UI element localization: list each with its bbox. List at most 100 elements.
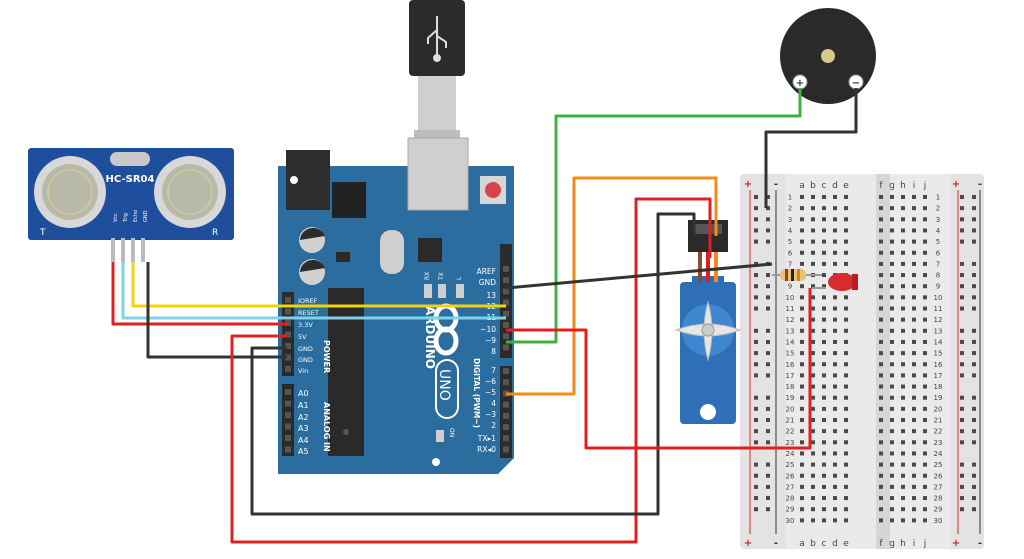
breadboard-hole[interactable] — [923, 295, 927, 300]
breadboard-hole[interactable] — [844, 206, 848, 211]
ultrasonic-sensor[interactable]: HC-SR04 T R Vcc Trig Echo GND — [28, 148, 234, 262]
breadboard-hole[interactable] — [879, 217, 883, 222]
breadboard-hole[interactable] — [811, 195, 815, 199]
rail-hole[interactable] — [766, 217, 770, 222]
breadboard-hole[interactable] — [901, 295, 905, 300]
breadboard-hole[interactable] — [811, 496, 815, 501]
breadboard-hole[interactable] — [890, 462, 894, 467]
breadboard-hole[interactable] — [912, 306, 916, 311]
rail-hole[interactable] — [972, 239, 976, 244]
rail-hole[interactable] — [972, 228, 976, 233]
breadboard-hole[interactable] — [912, 429, 916, 434]
breadboard-hole[interactable] — [901, 228, 905, 233]
breadboard-hole[interactable] — [800, 429, 804, 434]
breadboard-hole[interactable] — [879, 261, 883, 266]
rail-hole[interactable] — [754, 429, 758, 434]
breadboard-hole[interactable] — [811, 373, 815, 378]
breadboard-hole[interactable] — [901, 351, 905, 356]
rail-hole[interactable] — [960, 339, 964, 344]
rail-hole[interactable] — [960, 395, 964, 400]
breadboard-hole[interactable] — [800, 351, 804, 356]
breadboard-hole[interactable] — [833, 418, 837, 422]
header-pin-socket[interactable] — [503, 288, 509, 295]
breadboard-hole[interactable] — [890, 351, 894, 356]
rail-hole[interactable] — [766, 339, 770, 344]
rail-hole[interactable] — [766, 406, 770, 411]
breadboard-hole[interactable] — [800, 284, 804, 289]
breadboard-hole[interactable] — [833, 295, 837, 300]
breadboard-hole[interactable] — [879, 351, 883, 356]
breadboard-hole[interactable] — [912, 273, 916, 278]
breadboard-hole[interactable] — [923, 496, 927, 501]
breadboard-hole[interactable] — [879, 306, 883, 311]
breadboard-hole[interactable] — [833, 395, 837, 400]
header-pin-socket[interactable] — [503, 333, 509, 340]
breadboard-hole[interactable] — [811, 418, 815, 422]
rail-hole[interactable] — [754, 496, 758, 501]
header-pin-socket[interactable] — [285, 446, 291, 453]
breadboard-hole[interactable] — [844, 462, 848, 467]
breadboard-hole[interactable] — [890, 496, 894, 501]
breadboard-hole[interactable] — [912, 328, 916, 333]
rail-hole[interactable] — [766, 284, 770, 289]
breadboard-hole[interactable] — [811, 484, 815, 489]
breadboard-hole[interactable] — [844, 250, 848, 255]
breadboard-hole[interactable] — [800, 206, 804, 211]
breadboard-hole[interactable] — [879, 328, 883, 333]
breadboard-hole[interactable] — [800, 484, 804, 489]
breadboard-hole[interactable] — [901, 484, 905, 489]
rail-hole[interactable] — [972, 195, 976, 199]
rail-hole[interactable] — [766, 228, 770, 233]
header-pin-socket[interactable] — [285, 400, 291, 407]
breadboard-hole[interactable] — [879, 507, 883, 512]
breadboard-hole[interactable] — [822, 362, 826, 367]
header-pin-socket[interactable] — [503, 310, 509, 317]
rail-hole[interactable] — [754, 507, 758, 512]
breadboard-hole[interactable] — [890, 406, 894, 411]
breadboard-hole[interactable] — [822, 384, 826, 389]
breadboard-hole[interactable] — [923, 518, 927, 523]
rail-hole[interactable] — [972, 306, 976, 311]
breadboard-hole[interactable] — [912, 507, 916, 512]
rail-hole[interactable] — [960, 373, 964, 378]
breadboard-hole[interactable] — [811, 261, 815, 266]
rail-hole[interactable] — [972, 406, 976, 411]
breadboard-hole[interactable] — [844, 339, 848, 344]
rail-hole[interactable] — [960, 217, 964, 222]
breadboard-hole[interactable] — [833, 440, 837, 445]
breadboard-hole[interactable] — [833, 250, 837, 255]
breadboard-hole[interactable] — [879, 440, 883, 445]
breadboard-hole[interactable] — [879, 373, 883, 378]
breadboard-hole[interactable] — [800, 496, 804, 501]
breadboard-hole[interactable] — [800, 261, 804, 266]
breadboard-hole[interactable] — [800, 451, 804, 456]
breadboard-hole[interactable] — [822, 518, 826, 523]
breadboard-hole[interactable] — [811, 217, 815, 222]
breadboard-hole[interactable] — [844, 306, 848, 311]
breadboard-hole[interactable] — [890, 261, 894, 266]
rail-hole[interactable] — [960, 284, 964, 289]
rail-hole[interactable] — [766, 195, 770, 199]
breadboard-hole[interactable] — [844, 451, 848, 456]
breadboard-hole[interactable] — [833, 451, 837, 456]
header-pin-socket[interactable] — [503, 379, 509, 386]
breadboard-hole[interactable] — [923, 317, 927, 322]
rail-hole[interactable] — [766, 362, 770, 367]
breadboard-hole[interactable] — [923, 351, 927, 356]
breadboard-hole[interactable] — [901, 462, 905, 467]
breadboard-hole[interactable] — [923, 484, 927, 489]
rail-hole[interactable] — [754, 440, 758, 445]
breadboard-hole[interactable] — [844, 429, 848, 434]
breadboard-hole[interactable] — [800, 339, 804, 344]
breadboard-hole[interactable] — [901, 206, 905, 211]
breadboard-hole[interactable] — [923, 507, 927, 512]
rail-hole[interactable] — [972, 351, 976, 356]
rail-hole[interactable] — [754, 418, 758, 422]
breadboard-hole[interactable] — [890, 339, 894, 344]
breadboard-hole[interactable] — [822, 462, 826, 467]
breadboard-hole[interactable] — [901, 473, 905, 478]
breadboard-hole[interactable] — [901, 451, 905, 456]
breadboard-hole[interactable] — [879, 295, 883, 300]
rail-hole[interactable] — [754, 261, 758, 266]
breadboard-hole[interactable] — [912, 250, 916, 255]
